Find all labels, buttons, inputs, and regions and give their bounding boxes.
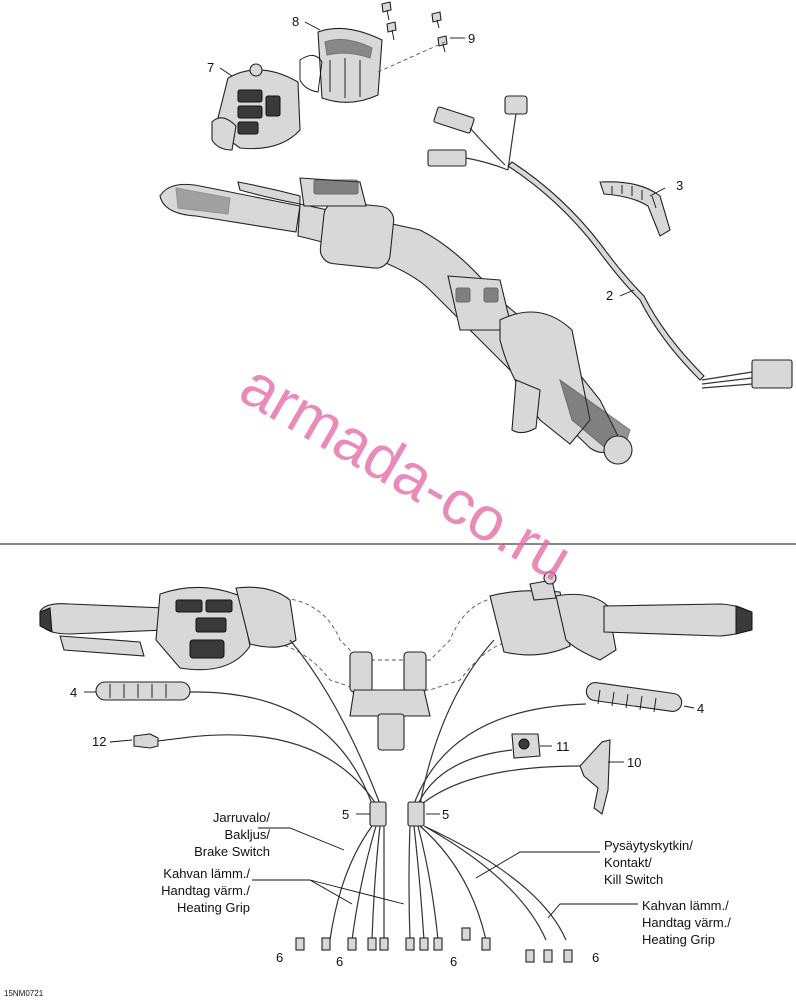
clip-11 — [511, 733, 541, 759]
callout-leaders-lower — [84, 691, 695, 919]
svg-text:Kahvan lämm./: Kahvan lämm./ — [163, 866, 250, 881]
svg-text:Brake Switch: Brake Switch — [194, 844, 270, 859]
svg-text:Jarruvalo/: Jarruvalo/ — [213, 810, 270, 825]
label-brake-switch: Jarruvalo/ Bakljus/ Brake Switch — [194, 810, 270, 859]
screw-set — [381, 1, 448, 53]
svg-text:Bakljus/: Bakljus/ — [224, 827, 270, 842]
right-grip-throttle — [489, 571, 753, 661]
callout-4-left: 4 — [70, 685, 77, 700]
callout-6-a: 6 — [276, 950, 283, 965]
callout-9: 9 — [468, 31, 475, 46]
callout-3: 3 — [676, 178, 683, 193]
connector-12 — [133, 733, 183, 749]
svg-text:Kill Switch: Kill Switch — [604, 872, 663, 887]
svg-text:Handtag värm./: Handtag värm./ — [642, 915, 731, 930]
handlebar-assembly — [159, 177, 633, 465]
callout-2: 2 — [606, 288, 613, 303]
callout-7: 7 — [207, 60, 214, 75]
label-kill-switch: Pysäytyskytkin/ Kontakt/ Kill Switch — [604, 838, 693, 887]
heating-element — [599, 181, 671, 237]
bracket-10 — [579, 739, 611, 815]
heating-grip-elements — [95, 681, 683, 713]
svg-text:Handtag värm./: Handtag värm./ — [161, 883, 250, 898]
svg-text:Heating Grip: Heating Grip — [642, 932, 715, 947]
callout-10: 10 — [627, 755, 641, 770]
callout-6-b: 6 — [336, 954, 343, 969]
lower-wiring-harness — [181, 639, 587, 941]
callout-6-c: 6 — [450, 954, 457, 969]
wiring-harness — [427, 95, 793, 389]
callout-5-right: 5 — [442, 807, 449, 822]
label-heating-grip-right: Kahvan lämm./ Handtag värm./ Heating Gri… — [642, 898, 731, 947]
drawing-code: 15NM0721 — [4, 989, 44, 998]
callout-5-left: 5 — [342, 807, 349, 822]
left-grip-switch — [39, 586, 297, 671]
svg-text:Heating Grip: Heating Grip — [177, 900, 250, 915]
svg-text:Kontakt/: Kontakt/ — [604, 855, 652, 870]
handlebar-phantom — [249, 596, 521, 751]
svg-text:Pysäytyskytkin/: Pysäytyskytkin/ — [604, 838, 693, 853]
switch-housing-cover — [299, 27, 383, 103]
callout-4-right: 4 — [697, 701, 704, 716]
switch-housing — [211, 63, 301, 151]
callout-6-d: 6 — [592, 950, 599, 965]
svg-text:Kahvan lämm./: Kahvan lämm./ — [642, 898, 729, 913]
wire-terminals — [295, 927, 573, 963]
callout-11: 11 — [556, 739, 570, 754]
label-heating-grip-left: Kahvan lämm./ Handtag värm./ Heating Gri… — [161, 866, 250, 915]
callout-12: 12 — [92, 734, 106, 749]
callout-8: 8 — [292, 14, 299, 29]
callout-leaders-upper — [219, 21, 666, 297]
